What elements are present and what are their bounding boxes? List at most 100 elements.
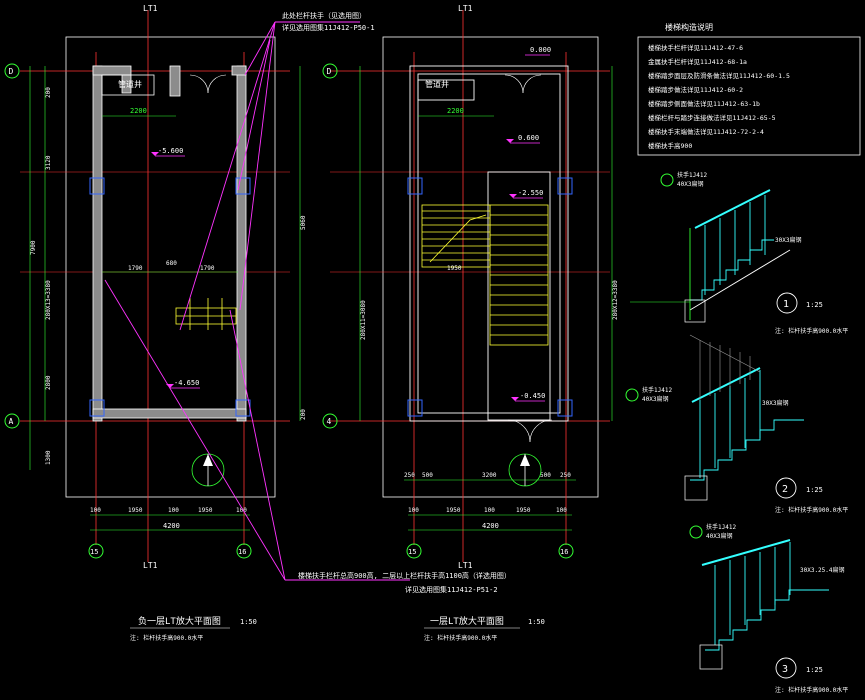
plan-right-dim-e4: 250 — [560, 472, 571, 479]
axis-a-left: A — [9, 417, 14, 426]
detail-3-scale: 1:25 — [806, 666, 823, 674]
axis-4-right: 4 — [327, 417, 332, 426]
leader-lines — [104, 21, 410, 581]
plan-right-elev-mid: 0.600 — [518, 134, 539, 142]
schedule-title: 楼梯构造说明 — [665, 22, 713, 32]
detail-2: 扶手1J412 40X3扁钢 30X3扁钢 2 1:25 注: 栏杆扶手高900… — [625, 334, 848, 514]
plan-left-dim-top: 2200 — [130, 107, 147, 115]
plan-left-note: 注: 栏杆扶手高900.0水平 — [130, 634, 203, 642]
schedule-item-3: 楼梯踏步做法详见11J412-60-2 — [648, 85, 743, 94]
plan-left-dim-total: 4200 — [163, 522, 180, 530]
detail-3: 扶手1J412 40X3扁钢 30X3.25.4扁钢 3 1:25 注: 栏杆扶… — [689, 523, 848, 694]
plan-left-dim-b0: 100 — [90, 507, 101, 514]
plan-left-dim-mid-left: 1790 — [128, 265, 143, 272]
plan-left-walls — [92, 65, 247, 422]
axis-lt1-bottom-right: LT1 — [458, 561, 473, 570]
plan-left-dim-outer: 7900 — [30, 240, 37, 255]
plan-right-dim-e0: 250 — [404, 472, 415, 479]
detail-3-note: 注: 栏杆扶手高900.0水平 — [775, 686, 848, 694]
schedule-item-4: 楼梯踏步侧面做法详见11J412-63-1b — [648, 99, 760, 108]
plan-right-dim-b4: 100 — [556, 507, 567, 514]
plan-right: 管道井 0.000 0.600 -2.550 -0.450 2200 1950 … — [330, 10, 619, 642]
leader-bottom-line-2: 详见选用图集11J412-P51-2 — [405, 585, 498, 594]
detail-1-label: 扶手1J412 — [677, 171, 707, 179]
schedule-item-2: 楼梯踏步面层及防滑条做法详见11J412-60-1.5 — [648, 71, 790, 80]
detail-1-num: 1 — [783, 299, 789, 310]
plan-right-dim-e3: 500 — [540, 472, 551, 479]
detail-1: 扶手1J412 40X3扁钢 30X3扁钢 1 1:25 注: 栏杆扶手高900… — [630, 171, 848, 335]
schedule-item-7: 楼梯扶手高900 — [648, 141, 692, 150]
plan-right-note: 注: 栏杆扶手高900.0水平 — [424, 634, 497, 642]
axis-16-right: 16 — [560, 548, 568, 556]
plan-left-dim-s0: 200 — [45, 87, 52, 98]
plan-right-scale: 1:50 — [528, 618, 545, 626]
plan-left-dim-s4: 2800 — [45, 375, 52, 390]
plan-left-dim-b1: 1950 — [128, 507, 143, 514]
plan-left-dim-stair: 280X13=3380 — [45, 280, 52, 320]
detail-1-sub: 40X3扁钢 — [677, 180, 703, 188]
detail-1-scale: 1:25 — [806, 301, 823, 309]
detail-2-label: 扶手1J412 — [642, 386, 672, 394]
detail-2-sub: 40X3扁钢 — [642, 395, 668, 403]
plan-left-dim-b4: 100 — [236, 507, 247, 514]
plan-right-dim-top: 2200 — [447, 107, 464, 115]
plan-right-stair — [421, 204, 549, 346]
axis-15-right: 15 — [408, 548, 416, 556]
plan-right-title: 一层LT放大平面图 — [430, 615, 504, 627]
plan-left-scale: 1:50 — [240, 618, 257, 626]
axis-d-left: D — [9, 67, 14, 76]
plan-right-dim-total: 4200 — [482, 522, 499, 530]
detail-1-note: 注: 栏杆扶手高900.0水平 — [775, 327, 848, 335]
schedule-item-1: 金属扶手栏杆详见11J412-68-1a — [648, 57, 747, 66]
plan-left-dim-s3: 5060 — [300, 215, 307, 230]
plan-left-dim-s5: 1300 — [45, 450, 52, 465]
plan-right-dim-b2: 100 — [484, 507, 495, 514]
detail-2-note: 注: 栏杆扶手高900.0水平 — [775, 506, 848, 514]
detail-2-scale: 1:25 — [806, 486, 823, 494]
plan-left-room-label: 管道井 — [118, 79, 142, 89]
schedule-item-6: 楼梯扶手末端做法详见11J412-72-2-4 — [648, 127, 764, 136]
axis-16-left: 16 — [238, 548, 246, 556]
detail-3-num: 3 — [782, 664, 788, 675]
plan-left-stair — [175, 298, 237, 330]
axis-15-left: 15 — [90, 548, 98, 556]
axis-lt1-bottom-left: LT1 — [143, 561, 158, 570]
plan-left-dim-mid-right: 1790 — [200, 265, 215, 272]
detail-3-tag: 30X3.25.4扁钢 — [800, 566, 845, 574]
plan-right-dim-side-2: 280X12=3380 — [612, 280, 619, 320]
schedule-item-0: 楼梯扶手栏杆详见11J412-47-6 — [648, 43, 743, 52]
plan-right-dim-mid: 1950 — [447, 265, 462, 272]
plan-left-dim-s2: 3120 — [45, 155, 52, 170]
detail-3-sub: 40X3扁钢 — [706, 532, 732, 540]
plan-right-elev-top: 0.000 — [530, 46, 551, 54]
plan-left-dim-s7: 200 — [300, 409, 307, 420]
detail-3-label: 扶手1J412 — [706, 523, 736, 531]
plan-left-title: 负一层LT放大平面图 — [138, 615, 221, 627]
plan-right-walls — [409, 65, 569, 422]
plan-right-dim-side-1: 280X11=3080 — [360, 300, 367, 340]
leader-top-line-1: 此处栏杆扶手（见选用图） — [282, 11, 366, 20]
plan-left-elev-2: -4.650 — [174, 379, 199, 387]
plan-left-dim-b3: 1950 — [198, 507, 213, 514]
plan-left-dim-mid-center: 680 — [166, 260, 177, 267]
leader-top-line-2: 详见选用图集11J412-P50-1 — [282, 23, 375, 32]
axis-lt1-top-right: LT1 — [458, 4, 473, 13]
detail-1-tag: 30X3扁钢 — [775, 236, 801, 244]
plan-right-elev-2: -0.450 — [520, 392, 545, 400]
plan-right-dim-e2: 3200 — [482, 472, 497, 479]
plan-left-dim-b2: 100 — [168, 507, 179, 514]
axis-d-right: D — [327, 67, 332, 76]
plan-right-elev-1: -2.550 — [518, 189, 543, 197]
detail-2-tag: 30X3扁钢 — [762, 399, 788, 407]
axis-lt1-top-left: LT1 — [143, 4, 158, 13]
detail-2-num: 2 — [782, 484, 788, 495]
plan-left-elev-1: -5.600 — [158, 147, 183, 155]
plan-right-room-label: 管道井 — [425, 79, 449, 89]
leader-bottom-line-1: 楼梯扶手栏杆总高900高, 二层以上栏杆扶手高1100高（详选用图） — [298, 571, 511, 580]
plan-right-dim-b0: 100 — [408, 507, 419, 514]
schedule-item-5: 楼梯栏杆与踏步连接做法详见11J412-65-5 — [648, 113, 776, 122]
plan-right-dim-b3: 1950 — [516, 507, 531, 514]
plan-right-dim-b1: 1950 — [446, 507, 461, 514]
schedule-table: 楼梯构造说明 楼梯扶手栏杆详见11J412-47-6 金属扶手栏杆详见11J41… — [637, 22, 861, 156]
